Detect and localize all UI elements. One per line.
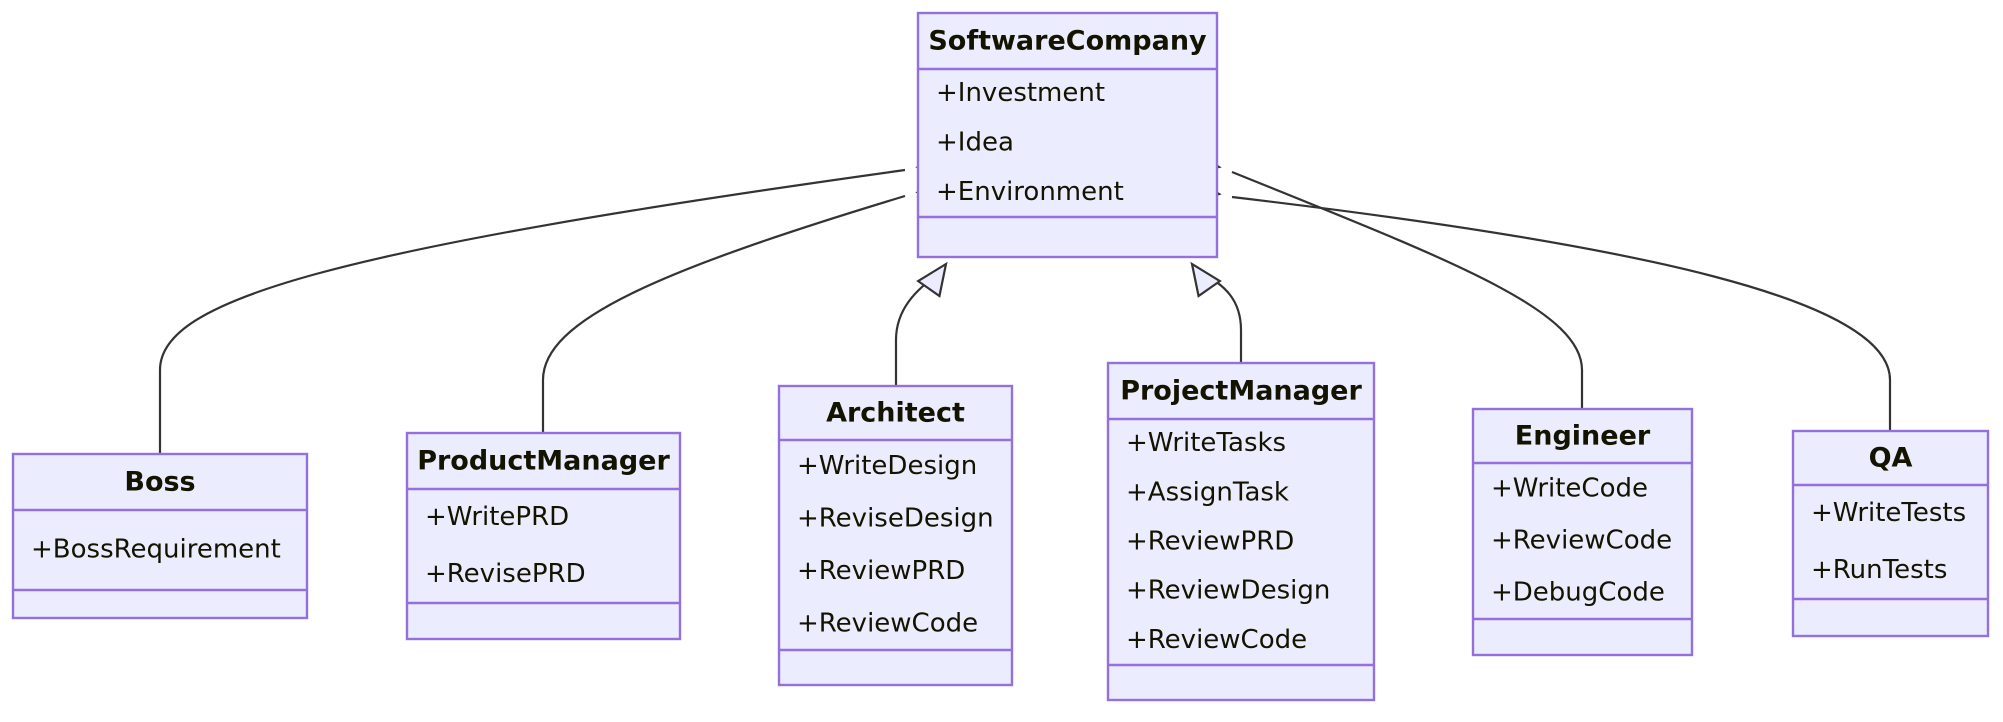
relation-projectmanager-inherits <box>1190 261 1243 363</box>
class-attribute: +ReviewPRD <box>1126 527 1294 557</box>
class-attribute: +RunTests <box>1811 555 1947 585</box>
class-box-architect[interactable]: Architect +WriteDesign +ReviseDesign +Revie… <box>777 384 1014 687</box>
class-attribute: +Idea <box>936 128 1014 158</box>
class-attribute: +BossRequirement <box>31 535 281 565</box>
class-attribute: +WriteDesign <box>797 451 977 481</box>
class-attribute: +WriteTests <box>1811 498 1966 528</box>
relation-architect-inherits <box>894 261 948 386</box>
generalization-arrowhead-icon <box>1190 261 1222 298</box>
classes-layer: SoftwareCompany +Investment +Idea +Environm… <box>11 11 1990 702</box>
class-attribute: +Environment <box>936 177 1124 207</box>
class-name-softwarecompany: SoftwareCompany <box>928 26 1207 57</box>
class-box-outline <box>777 384 1014 687</box>
class-attribute: +ReviewCode <box>797 608 978 638</box>
relation-line <box>1231 195 1892 431</box>
class-attribute: +WritePRD <box>425 502 569 532</box>
class-box-outline <box>1791 429 1990 638</box>
class-attribute: +ReviewCode <box>1126 625 1307 655</box>
class-box-qa[interactable]: QA +WriteTests +RunTests <box>1791 429 1990 638</box>
class-attribute: +AssignTask <box>1126 477 1289 507</box>
class-name-qa: QA <box>1869 443 1913 474</box>
class-box-boss[interactable]: Boss +BossRequirement <box>11 452 309 620</box>
class-attribute: +Investment <box>936 78 1105 108</box>
class-attribute: +ReviseDesign <box>797 503 994 533</box>
generalization-arrowhead-icon <box>916 261 948 298</box>
class-box-engineer[interactable]: Engineer +WriteCode +ReviewCode +DebugCode <box>1471 407 1694 657</box>
class-attribute: +WriteTasks <box>1126 428 1286 458</box>
class-box-productmanager[interactable]: ProductManager +WritePRD +RevisePRD <box>405 431 682 641</box>
class-box-softwarecompany[interactable]: SoftwareCompany +Investment +Idea +Environm… <box>916 11 1219 259</box>
relation-line <box>158 168 906 454</box>
class-name-productmanager: ProductManager <box>417 446 670 477</box>
class-attribute: +WriteCode <box>1491 474 1648 504</box>
class-attribute: +DebugCode <box>1491 578 1665 608</box>
class-box-outline <box>1471 407 1694 657</box>
class-attribute: +RevisePRD <box>425 559 586 589</box>
class-name-boss: Boss <box>124 467 195 498</box>
relation-line <box>541 194 906 433</box>
class-attribute: +ReviewDesign <box>1126 576 1330 606</box>
class-box-projectmanager[interactable]: ProjectManager +WriteTasks +AssignTask +Rev… <box>1106 361 1376 702</box>
class-attribute: +ReviewPRD <box>797 556 965 586</box>
class-box-outline <box>405 431 682 641</box>
class-name-engineer: Engineer <box>1515 421 1651 452</box>
class-name-architect: Architect <box>826 398 965 429</box>
class-attribute: +ReviewCode <box>1491 526 1672 556</box>
class-name-projectmanager: ProjectManager <box>1120 376 1362 407</box>
